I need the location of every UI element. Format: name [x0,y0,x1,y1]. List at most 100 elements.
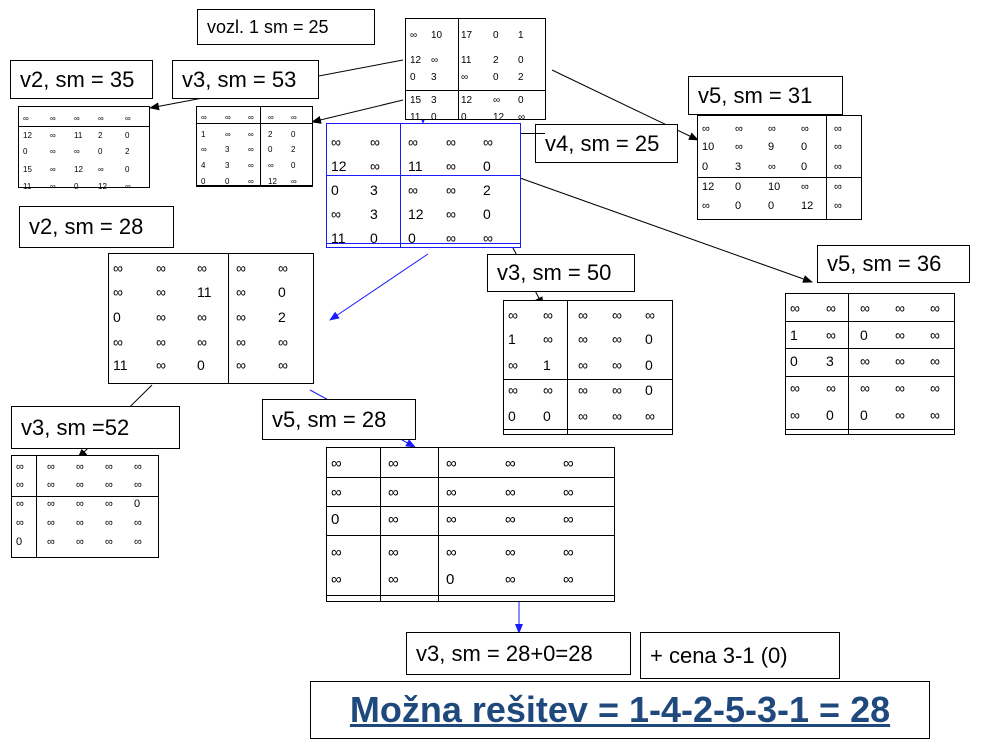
matrix-cell: ∞ [578,408,588,424]
matrix-cell: ∞ [197,334,207,350]
matrix-cell: ∞ [860,353,870,369]
label-v2-35: v2, sm = 35 [10,60,153,99]
matrix-column-divider [438,448,439,601]
matrix-cell: 4 [201,161,206,170]
matrix-cell: 11 [410,112,421,123]
matrix-cell: ∞ [446,206,456,222]
matrix-cell: ∞ [493,95,501,106]
label-v3-53: v3, sm = 53 [172,60,319,99]
label-v3-50: v3, sm = 50 [487,254,635,292]
matrix-cell: ∞ [578,382,588,398]
matrix-cell: ∞ [76,461,84,473]
matrix-cell: ∞ [410,30,418,41]
matrix-cell: ∞ [408,182,418,198]
matrix-cell: ∞ [508,307,518,323]
matrix-cell: ∞ [826,327,836,343]
matrix-cell: 3 [370,206,378,222]
matrix-cell: ∞ [291,113,297,122]
matrix-cell: ∞ [105,461,113,473]
matrix-cell: ∞ [156,309,166,325]
matrix-cell: ∞ [331,544,342,561]
matrix-cell: ∞ [291,177,297,186]
matrix-cell: 2 [268,130,273,139]
label-root: vozl. 1 sm = 25 [197,9,375,45]
matrix-cell: 0 [291,161,296,170]
matrix-cell: ∞ [446,158,456,174]
matrix-cell: 0 [370,230,378,246]
matrix-cell: 9 [768,141,775,153]
matrix-v3-52: ∞∞∞∞∞∞∞∞∞∞∞∞∞∞0∞∞∞∞∞0∞∞∞∞ [11,455,159,558]
matrix-row-divider [327,477,614,478]
matrix-cell: 0 [331,182,339,198]
matrix-cell: ∞ [236,260,246,276]
matrix-cell: 0 [446,571,455,588]
matrix-cell: 0 [201,177,206,186]
matrix-bottom-rule [504,429,672,430]
matrix-cell: ∞ [105,498,113,510]
matrix-cell: ∞ [76,517,84,529]
matrix-cell: 0 [645,382,653,398]
matrix-cell: 1 [518,30,524,41]
matrix-cell: ∞ [895,380,905,396]
matrix-cell: 0 [518,95,524,106]
matrix-cell: ∞ [446,134,456,150]
matrix-cell: ∞ [930,300,940,316]
matrix-cell: ∞ [612,408,622,424]
matrix-cell: ∞ [113,334,123,350]
matrix-cell: 0 [518,55,524,66]
matrix-cell: ∞ [930,353,940,369]
matrix-cell: 0 [197,357,205,373]
matrix-row-divider [327,535,614,536]
matrix-cell: 0 [860,407,868,423]
matrix-cell: 0 [113,309,121,325]
matrix-cell: 3 [826,353,834,369]
matrix-cell: ∞ [47,479,55,491]
matrix-cell: 12 [74,165,83,174]
matrix-cell: 1 [543,357,551,373]
matrix-cell: ∞ [461,72,469,83]
matrix-cell: ∞ [446,484,457,501]
matrix-cell: ∞ [16,517,24,529]
matrix-cell: ∞ [47,517,55,529]
matrix-cell: ∞ [225,130,231,139]
matrix-cell: ∞ [125,182,131,191]
matrix-cell: ∞ [735,141,743,153]
matrix-cell: ∞ [834,123,842,135]
matrix-cell: ∞ [50,131,56,140]
matrix-bottom-rule [786,429,954,430]
matrix-cell: 0 [461,112,467,123]
matrix-cell: 0 [790,353,798,369]
matrix-cell: ∞ [446,455,457,472]
matrix-cell: 0 [645,357,653,373]
matrix-cell: ∞ [156,284,166,300]
matrix-cell: 0 [16,536,23,548]
matrix-cell: 0 [860,327,868,343]
matrix-column-divider [848,294,849,434]
matrix-cell: ∞ [446,230,456,246]
matrix-cell: ∞ [508,382,518,398]
matrix-cell: ∞ [134,517,142,529]
matrix-cell: ∞ [431,55,439,66]
matrix-cell: 0 [801,161,808,173]
matrix-cell: 0 [74,182,79,191]
matrix-cell: 0 [23,147,28,156]
matrix-cell: ∞ [834,161,842,173]
matrix-cell: ∞ [134,479,142,491]
matrix-cell: ∞ [768,123,776,135]
matrix-cell: ∞ [225,113,231,122]
matrix-cell: ∞ [268,113,274,122]
matrix-cell: ∞ [563,571,574,588]
matrix-cell: ∞ [826,380,836,396]
matrix-cell: 0 [125,165,130,174]
matrix-cell: ∞ [446,544,457,561]
matrix-cell: 11 [74,131,83,140]
matrix-cell: 0 [268,145,273,154]
matrix-row-divider [327,175,520,176]
matrix-cell: 11 [461,55,472,66]
matrix-cell: 0 [483,158,491,174]
matrix-cell: ∞ [790,300,800,316]
matrix-cell: 0 [134,498,141,510]
